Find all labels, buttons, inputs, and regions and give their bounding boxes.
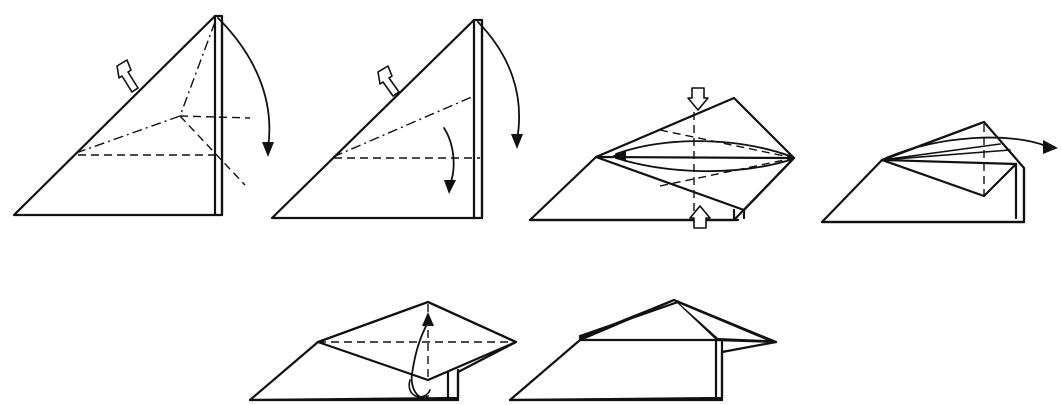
step-5 [248,300,518,402]
step-4-layer-line [881,143,1001,161]
step-3-fold-arrow [615,157,791,173]
step-4-fold-arrow [885,136,1047,159]
step-4-edge [880,158,1018,166]
step-5-fold-under [408,379,431,398]
step-1-paper [12,14,224,217]
step-1-fold-arrow [217,17,271,149]
step-6-flap [674,300,776,342]
step-1-valley-fold-line [179,115,246,186]
step-3-fold-arrow [615,140,791,157]
step-1 [12,14,274,217]
step-5-paper [248,300,518,402]
step-5-edge [316,340,430,382]
step-2-arrowhead [444,180,456,194]
step-2-push-arrow [377,65,400,97]
step-3-edge [742,156,796,212]
step-5-edge [426,300,518,344]
step-6-edge [578,300,680,338]
step-3-valley-fold-line [659,157,795,187]
step-1-mountain-fold-line [179,21,216,117]
step-3-valley-fold-line [659,129,795,159]
step-3-push-arrow-bottom [689,205,711,229]
step-4-arrowhead [1043,140,1058,154]
step-2-fold-arrow [477,21,521,141]
step-4-edge [880,158,986,198]
step-1-arrowhead [262,142,274,157]
step-6-edge [714,338,778,344]
step-2-paper [270,18,484,220]
step-2 [270,18,523,220]
step-1-valley-fold-line [179,115,251,119]
step-3-edge [594,155,746,212]
step-3-push-arrow-top [687,87,709,111]
step-6 [508,298,778,402]
step-2-mountain-fold-line [332,95,475,158]
step-3-arrowhead [612,150,626,162]
step-5-arrowhead [422,312,434,326]
step-6-flap-inner [680,304,766,340]
step-1-push-arrow [116,59,139,93]
step-2-arrowhead [511,134,523,149]
step-5-edge [426,340,518,382]
step-4-edge [982,162,1018,198]
step-3 [528,87,796,229]
step-4-layer-line [881,149,1011,161]
step-4 [820,120,1058,224]
step-1-mountain-fold-line [75,115,181,154]
step-3-paper [528,96,796,222]
step-3-edge [594,155,796,160]
step-5-edge [316,300,430,344]
